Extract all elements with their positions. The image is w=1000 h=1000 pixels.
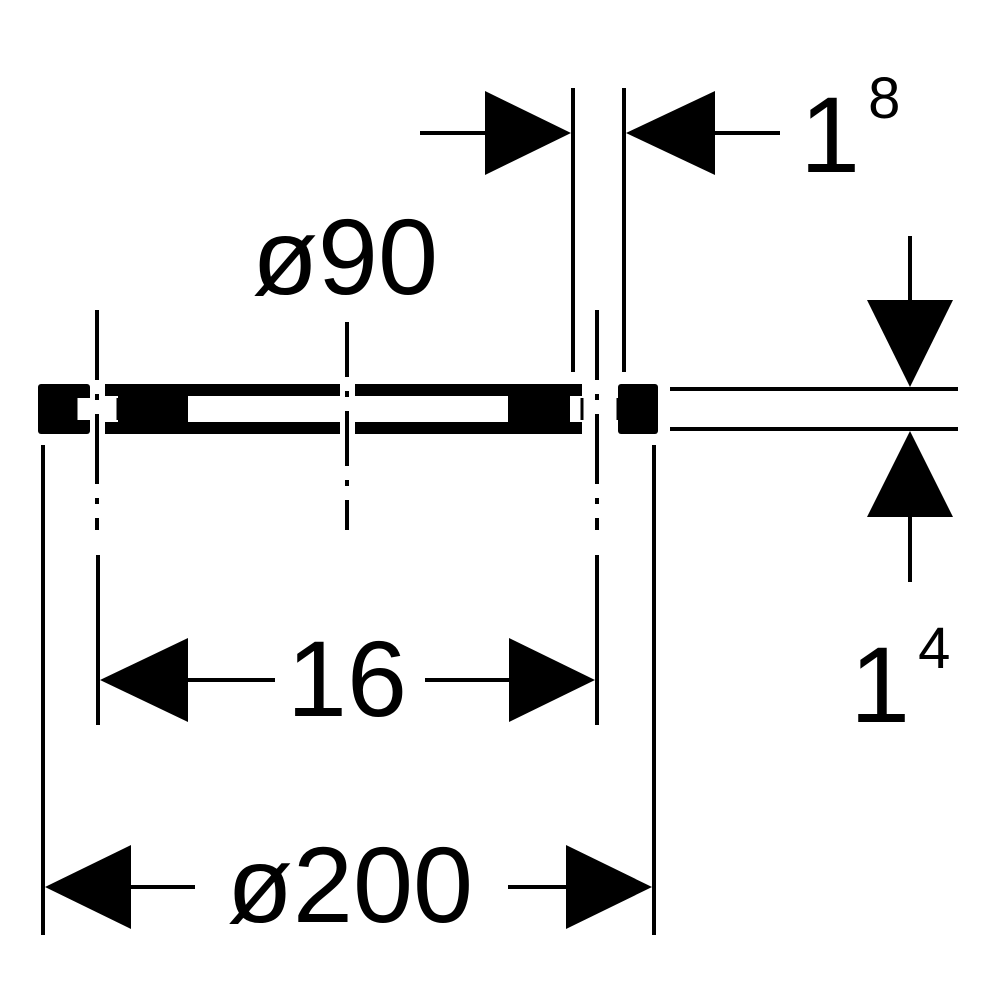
section-left-end	[38, 384, 90, 434]
arrowhead-16-left	[100, 638, 188, 722]
dimension-hole-spacing: 16	[100, 618, 595, 739]
center-lines	[95, 310, 599, 530]
extension-lines	[41, 88, 958, 935]
arrowhead-gap-right	[626, 91, 715, 175]
notch-left	[76, 398, 90, 420]
section-inner-left	[118, 384, 188, 434]
section-right-end	[618, 384, 658, 434]
thickness-label-sup: 4	[918, 616, 950, 681]
notch-left-b	[104, 398, 118, 420]
inner-diameter-label: ø90	[252, 196, 438, 317]
gap-label-base: 1	[800, 74, 860, 195]
gap-label-sup: 8	[868, 66, 900, 131]
part-section	[38, 384, 658, 434]
thickness-label-base: 1	[850, 624, 910, 745]
section-inner-right	[508, 384, 570, 434]
notch-right-b	[604, 398, 618, 420]
arrowhead-16-right	[509, 638, 595, 722]
hole-spacing-label: 16	[287, 618, 407, 739]
arrowhead-200-left	[45, 845, 131, 929]
outer-diameter-label: ø200	[227, 824, 473, 945]
arrowhead-thickness-bottom	[867, 431, 953, 517]
dimension-outer-diameter: ø200	[45, 824, 652, 945]
dimension-inner-diameter: ø90	[252, 196, 438, 317]
arrowhead-200-right	[566, 845, 652, 929]
notch-right	[582, 398, 596, 420]
arrowhead-gap-left	[485, 91, 571, 175]
arrowhead-thickness-top	[867, 300, 953, 387]
